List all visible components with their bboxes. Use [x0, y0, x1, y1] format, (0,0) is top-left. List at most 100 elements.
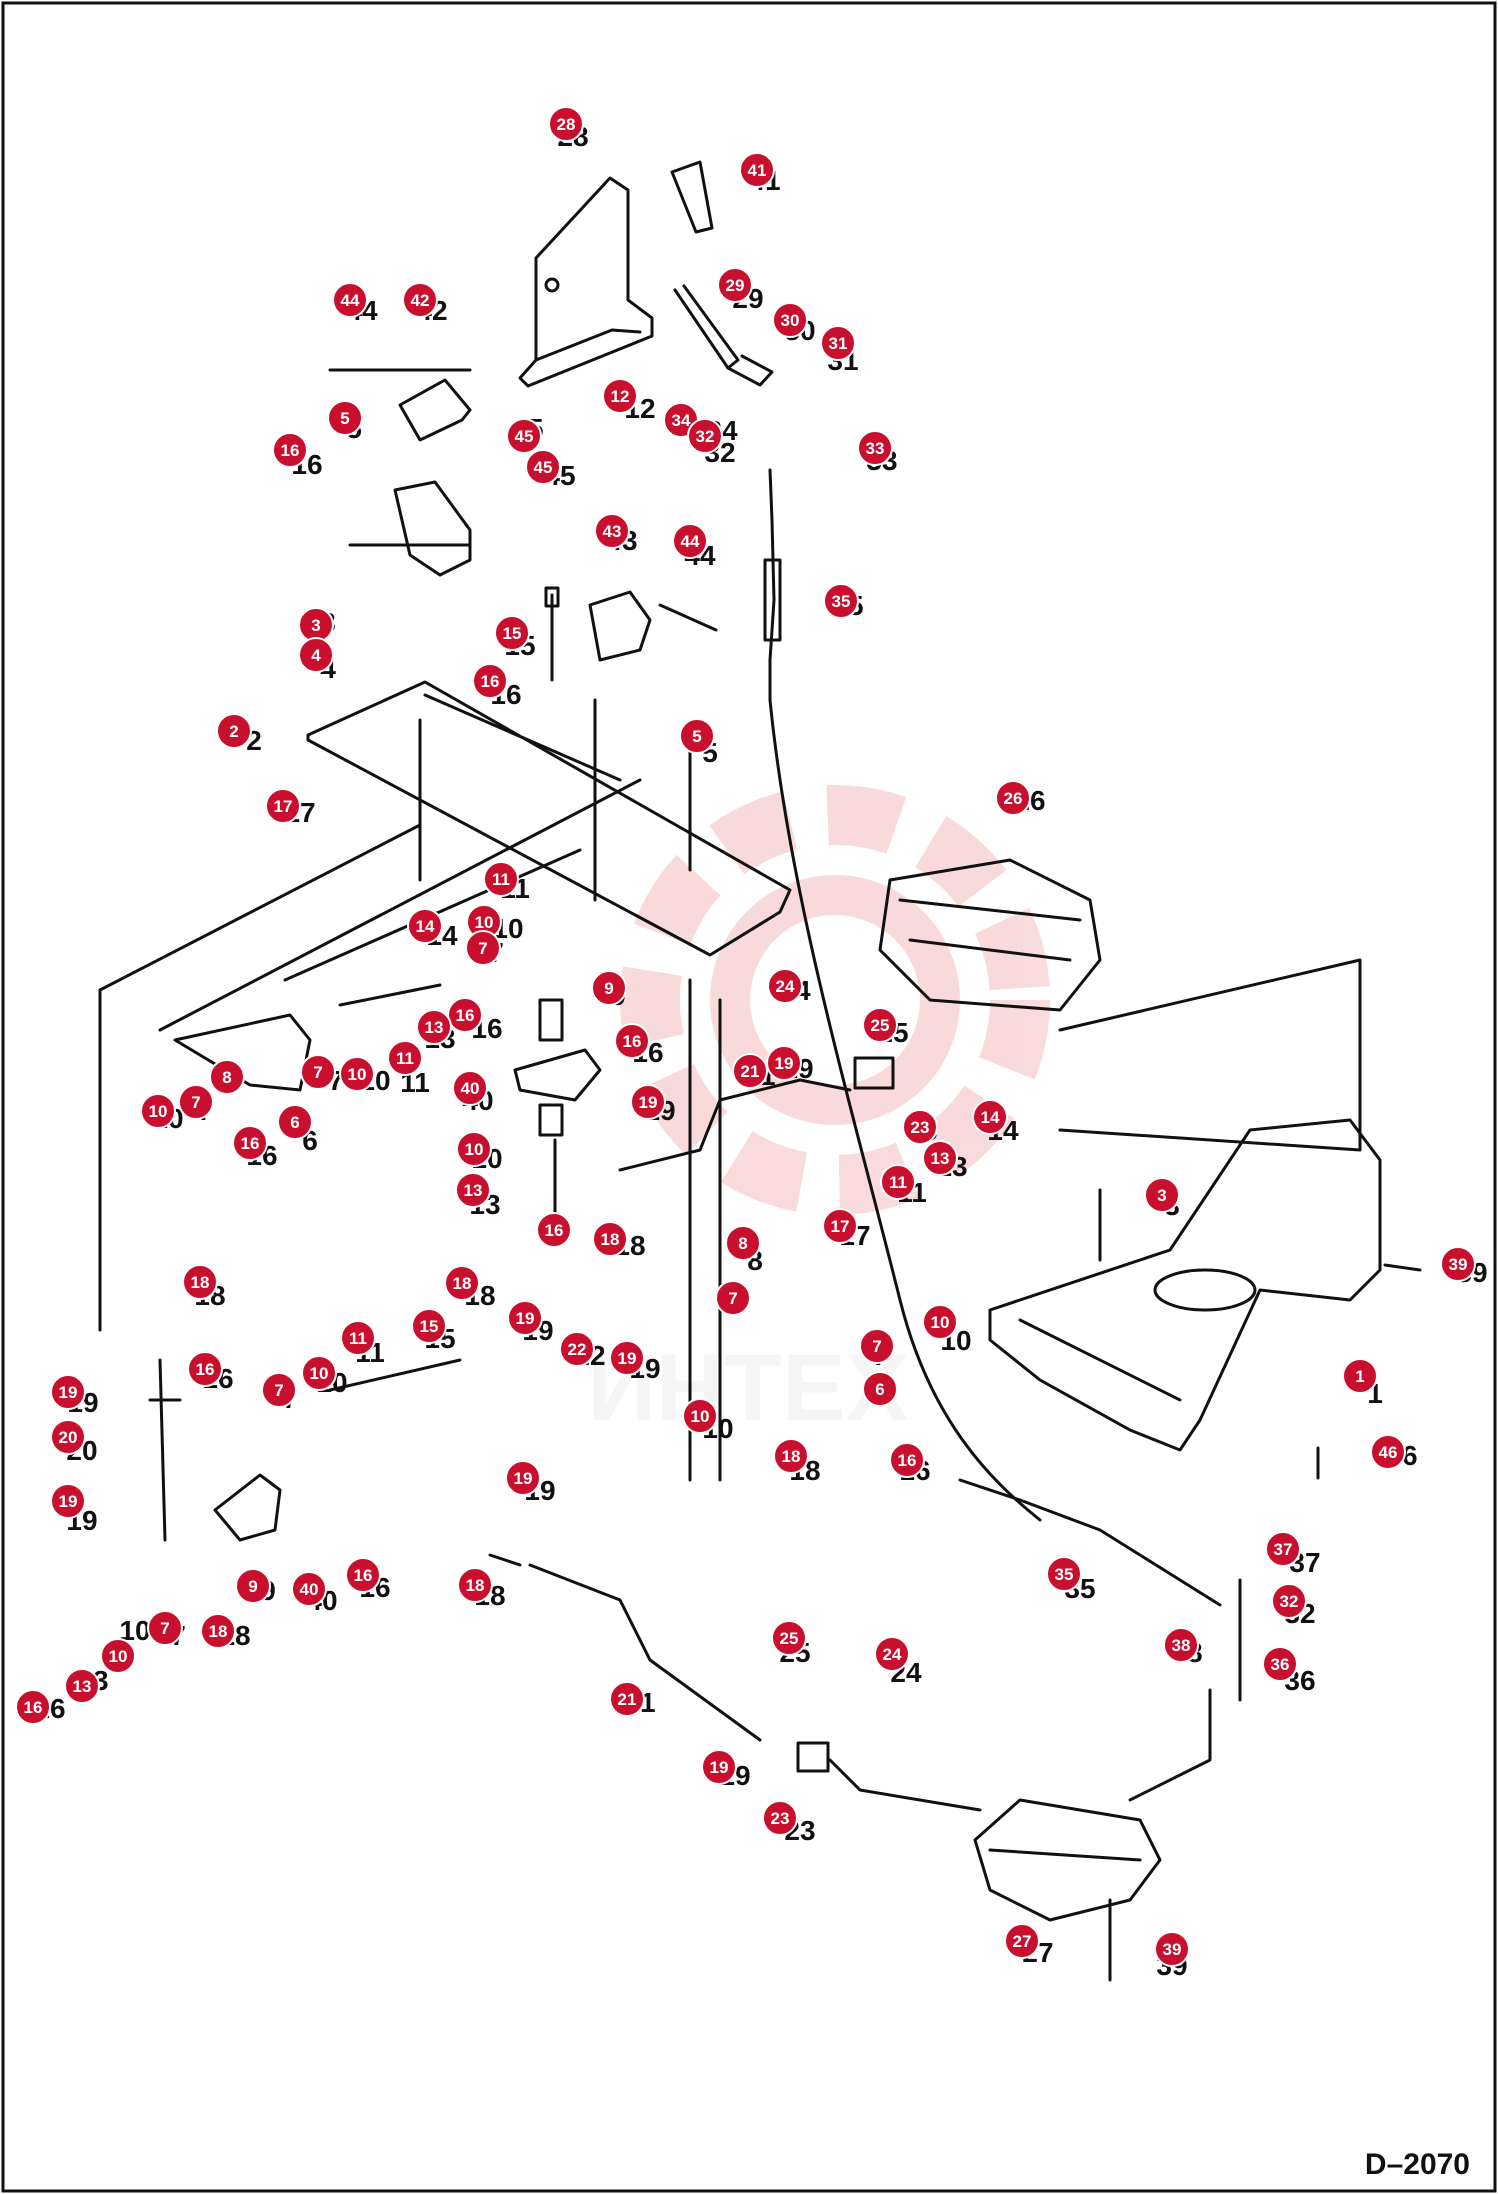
callout-marker-10[interactable]: 10: [301, 1355, 337, 1391]
callout-marker-36[interactable]: 36: [1262, 1646, 1298, 1682]
callout-circle[interactable]: [715, 1280, 751, 1316]
callout-circle[interactable]: [387, 1040, 423, 1076]
callout-marker-17[interactable]: 17: [822, 1208, 858, 1244]
callout-circle[interactable]: [559, 1331, 595, 1367]
callout-marker-15[interactable]: 15: [494, 615, 530, 651]
callout-marker-40[interactable]: 40: [291, 1571, 327, 1607]
callout-marker-1[interactable]: 1: [1342, 1358, 1378, 1394]
callout-circle[interactable]: [679, 718, 715, 754]
callout-circle[interactable]: [972, 1099, 1008, 1135]
callout-circle[interactable]: [506, 418, 542, 454]
callout-marker-9[interactable]: 9: [591, 970, 627, 1006]
callout-circle[interactable]: [880, 1164, 916, 1200]
callout-marker-7[interactable]: 7: [147, 1610, 183, 1646]
callout-marker-16[interactable]: 16: [472, 663, 508, 699]
callout-circle[interactable]: [216, 713, 252, 749]
callout-circle[interactable]: [609, 1681, 645, 1717]
callout-marker-10[interactable]: 10: [456, 1131, 492, 1167]
callout-marker-19[interactable]: 19: [609, 1340, 645, 1376]
callout-marker-32[interactable]: 32: [687, 418, 723, 454]
callout-circle[interactable]: [332, 282, 368, 318]
callout-marker-29[interactable]: 29: [717, 267, 753, 303]
callout-circle[interactable]: [717, 267, 753, 303]
callout-circle[interactable]: [1440, 1246, 1476, 1282]
callout-marker-10[interactable]: 10: [466, 904, 502, 940]
callout-circle[interactable]: [701, 1749, 737, 1785]
callout-circle[interactable]: [457, 1567, 493, 1603]
callout-circle[interactable]: [339, 1056, 375, 1092]
callout-circle[interactable]: [1342, 1358, 1378, 1394]
callout-marker-16[interactable]: 16: [889, 1442, 925, 1478]
callout-circle[interactable]: [762, 1800, 798, 1836]
callout-circle[interactable]: [672, 523, 708, 559]
callout-marker-18[interactable]: 18: [592, 1221, 628, 1257]
callout-marker-27[interactable]: 27: [1004, 1923, 1040, 1959]
callout-marker-42[interactable]: 42: [402, 282, 438, 318]
callout-circle[interactable]: [594, 513, 630, 549]
callout-circle[interactable]: [822, 1208, 858, 1244]
callout-circle[interactable]: [687, 418, 723, 454]
callout-circle[interactable]: [874, 1636, 910, 1672]
callout-marker-3[interactable]: 3: [298, 607, 334, 643]
callout-marker-10[interactable]: 10: [339, 1056, 375, 1092]
callout-circle[interactable]: [507, 1300, 543, 1336]
callout-circle[interactable]: [614, 1023, 650, 1059]
callout-circle[interactable]: [291, 1571, 327, 1607]
callout-marker-13[interactable]: 13: [416, 1009, 452, 1045]
callout-circle[interactable]: [345, 1557, 381, 1593]
callout-circle[interactable]: [548, 106, 584, 142]
callout-marker-18[interactable]: 18: [773, 1438, 809, 1474]
callout-marker-30[interactable]: 30: [772, 302, 808, 338]
callout-marker-10[interactable]: 10: [922, 1304, 958, 1340]
callout-circle[interactable]: [272, 432, 308, 468]
callout-marker-18[interactable]: 18: [457, 1567, 493, 1603]
callout-circle[interactable]: [178, 1084, 214, 1120]
callout-circle[interactable]: [265, 788, 301, 824]
callout-circle[interactable]: [889, 1442, 925, 1478]
callout-circle[interactable]: [465, 930, 501, 966]
callout-circle[interactable]: [1046, 1556, 1082, 1592]
callout-circle[interactable]: [602, 378, 638, 414]
callout-marker-24[interactable]: 24: [874, 1636, 910, 1672]
callout-marker-12[interactable]: 12: [602, 378, 638, 414]
callout-marker-16[interactable]: 16: [232, 1125, 268, 1161]
callout-circle[interactable]: [1265, 1531, 1301, 1567]
callout-circle[interactable]: [536, 1212, 572, 1248]
callout-marker-16[interactable]: 16: [272, 432, 308, 468]
callout-circle[interactable]: [505, 1460, 541, 1496]
callout-circle[interactable]: [411, 1308, 447, 1344]
callout-circle[interactable]: [472, 663, 508, 699]
callout-marker-11[interactable]: 11: [387, 1040, 423, 1076]
callout-circle[interactable]: [767, 968, 803, 1004]
callout-marker-7[interactable]: 7: [859, 1328, 895, 1364]
callout-marker-28[interactable]: 28: [548, 106, 584, 142]
callout-marker-26[interactable]: 26: [995, 780, 1031, 816]
callout-marker-41[interactable]: 41: [739, 152, 775, 188]
callout-circle[interactable]: [300, 1054, 336, 1090]
callout-circle[interactable]: [1370, 1434, 1406, 1470]
callout-circle[interactable]: [50, 1374, 86, 1410]
callout-marker-3[interactable]: 3: [1144, 1177, 1180, 1213]
callout-marker-7[interactable]: 7: [261, 1372, 297, 1408]
callout-circle[interactable]: [182, 1264, 218, 1300]
callout-marker-7[interactable]: 7: [178, 1084, 214, 1120]
callout-circle[interactable]: [50, 1419, 86, 1455]
callout-circle[interactable]: [1004, 1923, 1040, 1959]
callout-marker-11[interactable]: 11: [483, 861, 519, 897]
callout-marker-19[interactable]: 19: [50, 1483, 86, 1519]
callout-circle[interactable]: [261, 1372, 297, 1408]
callout-marker-45[interactable]: 45: [525, 449, 561, 485]
callout-marker-38[interactable]: 38: [1163, 1627, 1199, 1663]
callout-marker-45[interactable]: 45: [506, 418, 542, 454]
callout-marker-18[interactable]: 18: [182, 1264, 218, 1300]
callout-marker-7[interactable]: 7: [300, 1054, 336, 1090]
callout-circle[interactable]: [725, 1225, 761, 1261]
callout-circle[interactable]: [682, 1398, 718, 1434]
callout-marker-5[interactable]: 5: [327, 400, 363, 436]
callout-circle[interactable]: [416, 1009, 452, 1045]
callout-marker-46[interactable]: 46: [1370, 1434, 1406, 1470]
callout-marker-23[interactable]: 23: [902, 1109, 938, 1145]
callout-marker-23[interactable]: 23: [762, 1800, 798, 1836]
callout-circle[interactable]: [1271, 1583, 1307, 1619]
callout-marker-19[interactable]: 19: [630, 1084, 666, 1120]
